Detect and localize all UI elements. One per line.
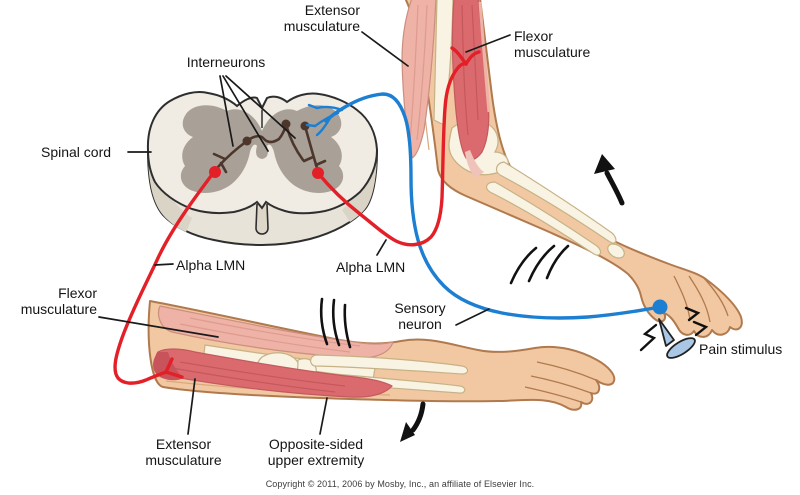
interneuron-somas [242, 119, 310, 146]
label-extensor-musculature-top: Extensor musculature [283, 2, 360, 35]
label-pain-stimulus: Pain stimulus [699, 341, 783, 357]
alpha-lmn-paths [113, 46, 481, 385]
label-opposite-sided-upper-extremity: Opposite-sided upper extremity [267, 436, 365, 469]
extension-arrow-icon [400, 401, 426, 442]
copyright-text: Copyright © 2011, 2006 by Mosby, Inc., a… [265, 479, 535, 489]
alpha-lmn-somas [209, 166, 324, 179]
bottom-extensor-streak2 [171, 367, 336, 393]
bottom-arm-flexor-muscle [157, 305, 394, 359]
right-extensor-streak2 [416, 4, 428, 141]
label-sensory-neuron: Sensory neuron [394, 300, 446, 333]
right-arm-extensor-muscle [401, 0, 437, 159]
label-flexor-musculature-left: Flexor musculature [20, 285, 97, 318]
right-flexor-streak1 [461, 4, 469, 136]
stimulated-upper-extremity [401, 0, 743, 338]
label-alpha-lmn-right: Alpha LMN [336, 259, 406, 275]
label-pointer-lines [98, 31, 511, 435]
label-interneurons: Interneurons [186, 54, 266, 70]
alpha-lmn-left-path [113, 170, 216, 385]
right-hand-finger-lines [673, 275, 729, 323]
label-alpha-lmn-left: Alpha LMN [176, 257, 246, 273]
right-flexor-streak2 [471, 4, 479, 121]
motion-lines-bottom [319, 297, 352, 349]
right-flexor-tendon [465, 150, 484, 178]
opposite-upper-extremity [147, 300, 616, 411]
right-arm-bones [433, 0, 625, 259]
sensory-neuron-path [305, 92, 662, 320]
anterior-median-fissure [255, 203, 269, 235]
bottom-extensor-streak1 [179, 361, 346, 387]
pain-spark-icons [639, 306, 709, 352]
label-spinal-cord: Spinal cord [41, 144, 112, 160]
pain-receptor-dot [652, 299, 668, 315]
bottom-flexor-streak1 [189, 317, 361, 347]
spinal-cord [146, 91, 379, 247]
tack-icon [658, 318, 696, 359]
alpha-lmn-right-path [316, 62, 468, 247]
bottom-flexor-streak2 [179, 323, 351, 353]
right-flexor-highlight [478, 1, 491, 113]
flexion-arrow-icon [594, 154, 625, 206]
label-extensor-musculature-bottom: Extensor musculature [145, 436, 222, 469]
bottom-hand-finger-lines [524, 361, 597, 403]
right-extensor-streak1 [409, 4, 419, 141]
label-flexor-musculature-right-arm: Flexor musculature [514, 28, 591, 61]
motion-lines-right [509, 244, 570, 285]
